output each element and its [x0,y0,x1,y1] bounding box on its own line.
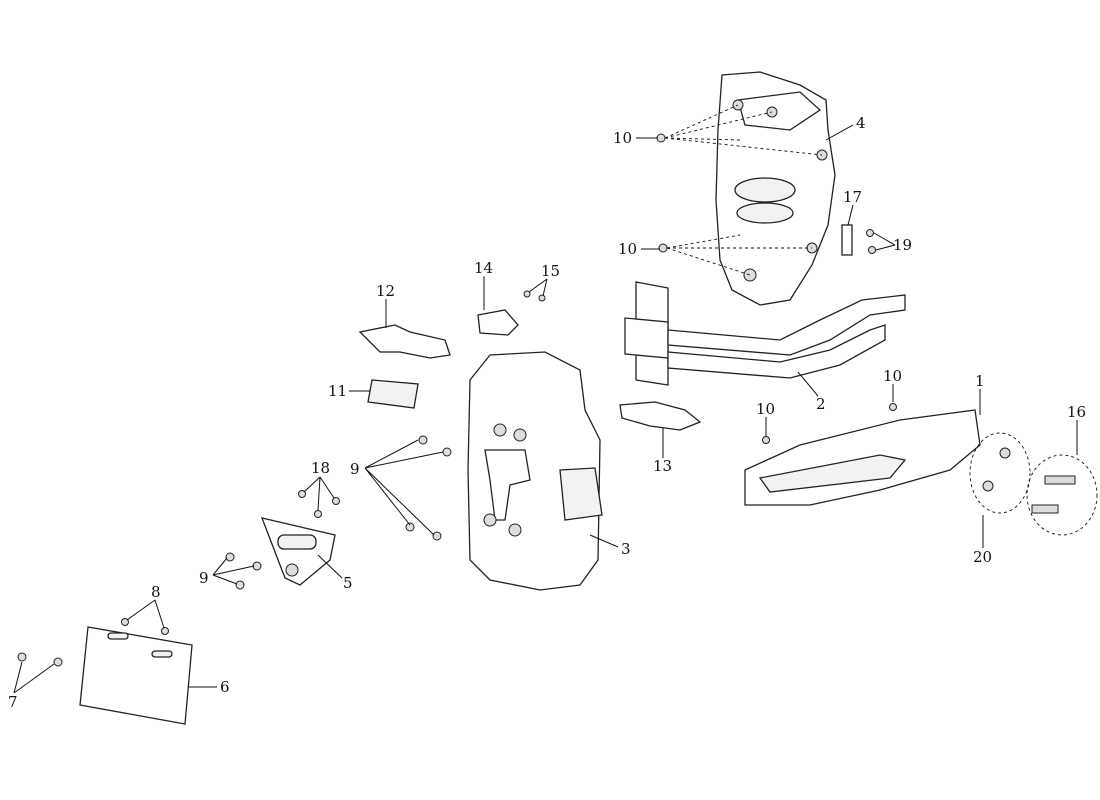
callout-8: 8 [151,583,161,601]
part-16-group [1026,454,1098,536]
callout-1: 1 [975,372,985,390]
part-6-license-plate[interactable] [79,626,193,725]
callout-13: 13 [653,457,672,475]
part-1-tail-cover[interactable] [744,409,981,506]
callout-10b: 10 [618,240,637,258]
part-17-bracket[interactable] [841,224,853,256]
callout-14: 14 [474,259,493,277]
callout-17: 17 [843,188,862,206]
callout-6: 6 [220,678,230,696]
callout-9a: 9 [350,460,360,478]
part-20-group [969,432,1031,514]
part-2-frame[interactable] [624,281,906,386]
callout-11: 11 [328,382,347,400]
callout-5: 5 [343,574,353,592]
callout-16: 16 [1067,403,1086,421]
callout-9b: 9 [199,569,209,587]
callout-10a: 10 [613,129,632,147]
callout-20: 20 [973,548,992,566]
part-12-turn-signal-left[interactable] [358,324,451,359]
part-14-lens[interactable] [477,309,519,336]
part-13-turn-signal-right[interactable] [619,401,702,431]
callout-labels: 1 2 3 4 5 6 7 8 9 9 10 10 10 10 11 12 13… [8,114,1086,711]
callout-12: 12 [376,282,395,300]
callout-10d: 10 [756,400,775,418]
callout-3: 3 [621,540,631,558]
part-4-inner-fender[interactable] [715,71,836,306]
part-5-plate-bracket[interactable] [260,517,336,586]
callout-4: 4 [856,114,866,132]
callout-10c: 10 [883,367,902,385]
part-3-rear-fender[interactable] [467,351,603,591]
callout-19: 19 [893,236,912,254]
part-11-reflector[interactable] [367,379,419,409]
callout-15: 15 [541,262,560,280]
callout-18: 18 [311,459,330,477]
callout-7: 7 [8,693,18,711]
leader-lines [13,104,1078,694]
callout-2: 2 [816,395,826,413]
